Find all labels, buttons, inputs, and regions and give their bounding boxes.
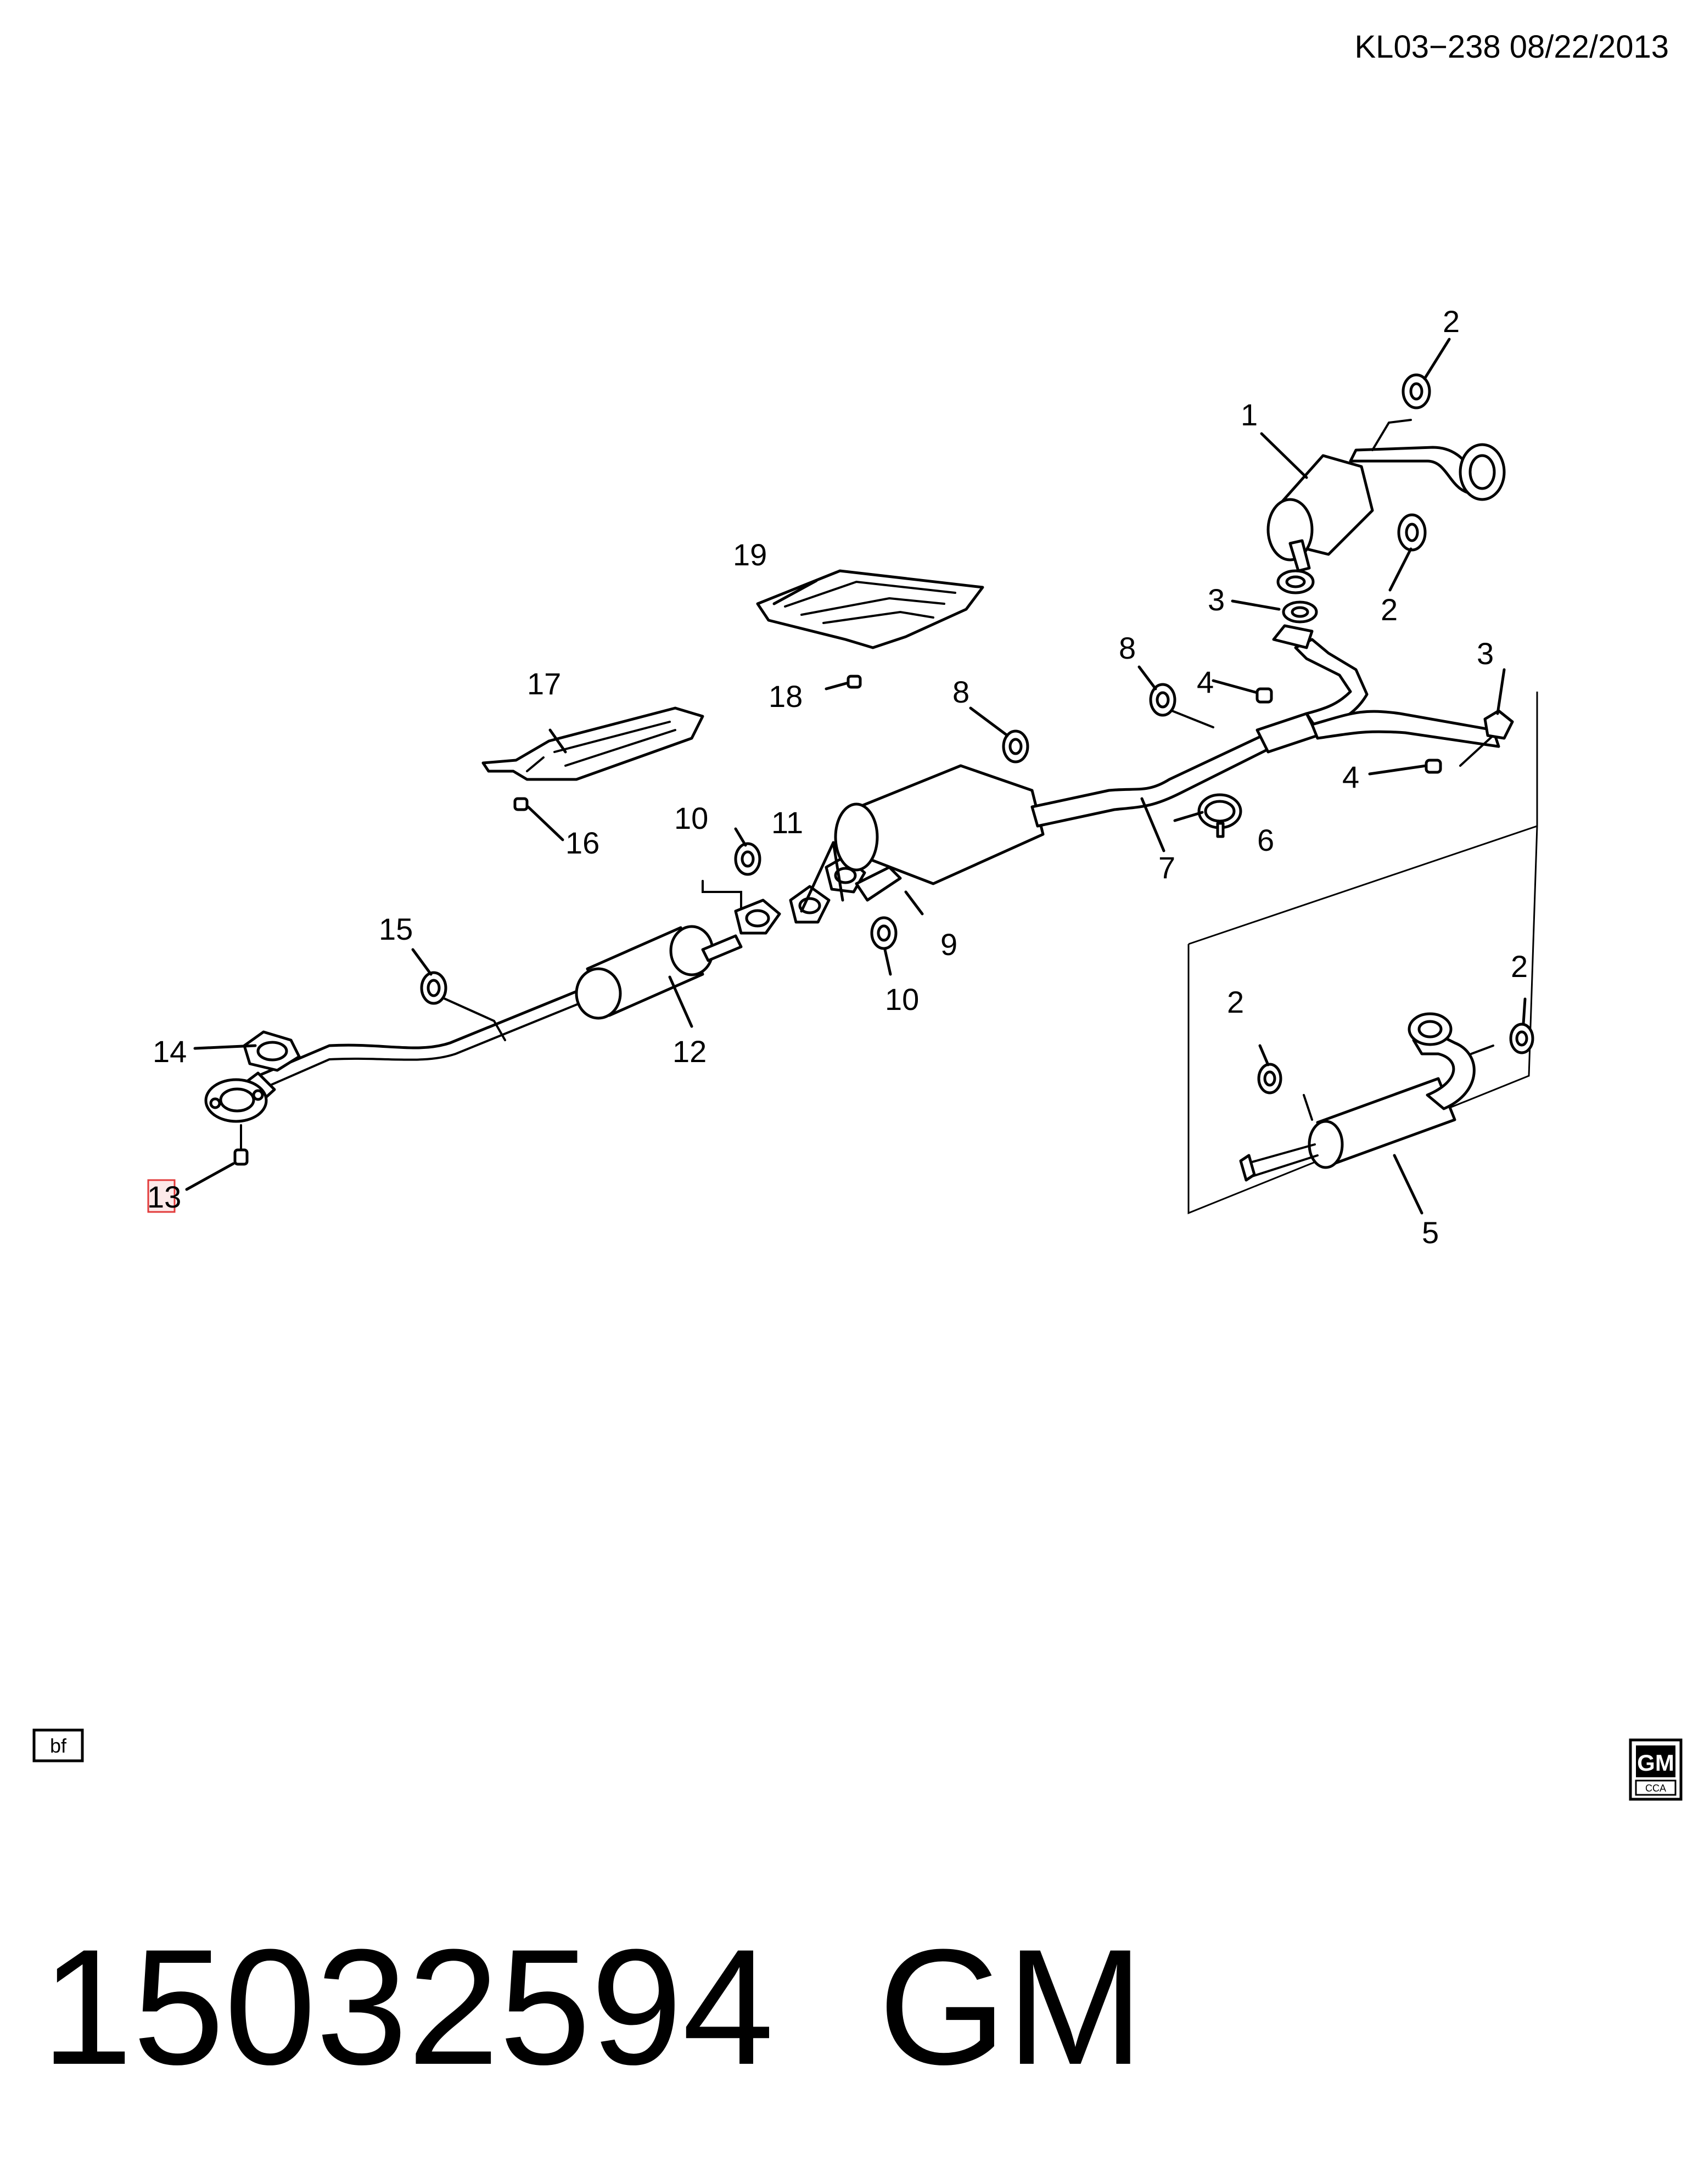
callout-5: 5 <box>1422 1215 1439 1250</box>
rear-y-pipe <box>1255 638 1500 767</box>
callout-3: 3 <box>1477 636 1494 671</box>
rear-muffler-alternate <box>1239 1012 1494 1182</box>
callout-2: 2 <box>1381 592 1398 627</box>
callout-3: 3 <box>1208 582 1225 617</box>
callout-15: 15 <box>379 912 413 946</box>
callout-2: 2 <box>1227 985 1244 1019</box>
hanger-2-side <box>1397 513 1427 552</box>
hanger-8-right <box>1149 683 1214 728</box>
nut-4-right <box>1425 759 1442 774</box>
gasket-14 <box>243 1030 301 1072</box>
gasket-3-upper <box>1272 569 1318 649</box>
logo-gm-text: GM <box>1637 1750 1674 1776</box>
callout-19: 19 <box>733 537 767 572</box>
front-flange <box>204 1078 268 1123</box>
callout-2: 2 <box>1443 304 1460 339</box>
callout-4: 4 <box>1342 760 1359 794</box>
heat-shield-19 <box>756 569 984 649</box>
callout-18: 18 <box>769 679 803 714</box>
logo-cca-text: CCA <box>1645 1783 1666 1794</box>
hanger-10-lower <box>870 916 898 950</box>
hanger-2-inset-left <box>1257 1063 1282 1094</box>
brand-name: GM <box>878 1914 1144 2099</box>
hanger-15 <box>420 971 506 1041</box>
catalytic-converter <box>575 925 743 1020</box>
bf-label-box: bf <box>32 1728 84 1762</box>
intermediate-flange <box>702 855 866 935</box>
part-number: 15032594 <box>41 1914 774 2099</box>
gm-cca-logo: GM CCA <box>1629 1738 1683 1801</box>
resonator <box>834 734 1275 902</box>
callout-2: 2 <box>1511 949 1528 984</box>
diagram-reference: KL03−238 08/22/2013 <box>1355 29 1669 65</box>
hanger-2-inset-right <box>1509 1023 1534 1054</box>
screw-16 <box>513 797 529 811</box>
callout-7: 7 <box>1158 850 1175 885</box>
callout-1: 1 <box>1241 397 1258 432</box>
callout-11: 11 <box>771 805 803 840</box>
callout-10: 10 <box>885 982 919 1017</box>
callout-13: 13 <box>147 1180 181 1214</box>
hanger-10-upper <box>734 842 761 876</box>
nut-4-center <box>1255 687 1273 704</box>
leader-lines <box>185 338 1527 1215</box>
callout-4: 4 <box>1197 665 1214 699</box>
hanger-2-top <box>1402 373 1431 409</box>
callout-14: 14 <box>153 1034 187 1069</box>
callout-labels: 1 2 2 2 2 3 3 4 4 5 6 7 8 8 9 10 10 11 1… <box>147 304 1528 1250</box>
nut-18 <box>847 675 862 689</box>
callout-6: 6 <box>1257 823 1274 857</box>
callout-10: 10 <box>674 801 708 835</box>
callout-16: 16 <box>565 826 599 860</box>
bf-label: bf <box>50 1734 67 1757</box>
nut-13 <box>233 1124 249 1166</box>
hanger-8-center <box>1002 729 1029 763</box>
callout-8: 8 <box>1119 631 1136 665</box>
gasket-3-right <box>1483 709 1514 740</box>
callout-13-highlight <box>147 1179 176 1213</box>
callout-17: 17 <box>527 666 561 701</box>
heat-shield-17 <box>481 706 704 781</box>
clamp-6 <box>1197 793 1242 838</box>
rear-muffler-upper <box>1266 419 1506 572</box>
callout-12: 12 <box>672 1034 707 1069</box>
callout-9: 9 <box>940 927 957 962</box>
callout-8: 8 <box>952 675 969 709</box>
